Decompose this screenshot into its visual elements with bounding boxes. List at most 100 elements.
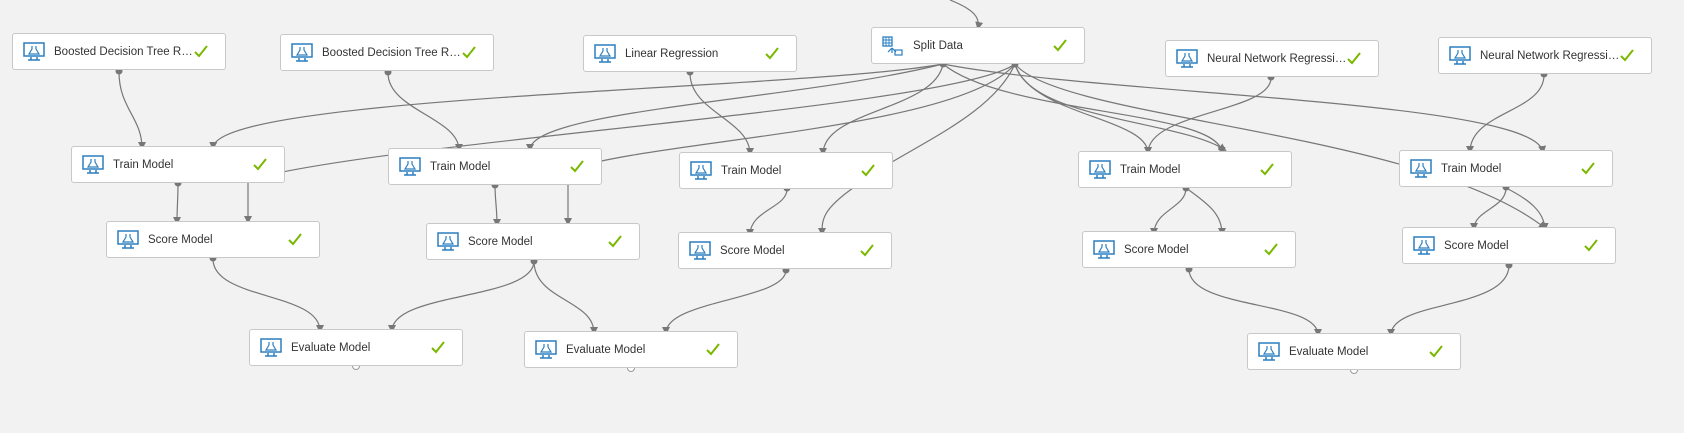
check-icon xyxy=(608,235,622,248)
module-train-model-3[interactable]: Train Model xyxy=(679,152,893,189)
check-icon xyxy=(1581,162,1595,175)
module-label: Neural Network Regression xyxy=(1480,49,1620,62)
module-score-model-5[interactable]: Score Model xyxy=(1402,227,1616,264)
check-icon xyxy=(288,233,302,246)
split-data-icon xyxy=(882,35,904,56)
check-icon xyxy=(1620,49,1634,62)
check-icon xyxy=(194,45,208,58)
check-icon xyxy=(1429,345,1443,358)
module-label: Score Model xyxy=(148,233,213,246)
edge-nn2-train5 xyxy=(1466,74,1545,154)
check-icon xyxy=(1264,243,1278,256)
module-boosted-decision-tree-1[interactable]: Boosted Decision Tree Regr... xyxy=(12,33,226,70)
monitor-flask-icon xyxy=(1258,341,1280,362)
check-icon xyxy=(1347,52,1361,65)
check-icon xyxy=(861,164,875,177)
monitor-flask-icon xyxy=(1449,45,1471,66)
module-label: Train Model xyxy=(721,164,782,177)
module-train-model-4[interactable]: Train Model xyxy=(1078,151,1292,188)
check-icon xyxy=(253,158,267,171)
module-label: Neural Network Regression xyxy=(1207,52,1347,65)
check-icon xyxy=(431,341,445,354)
monitor-flask-icon xyxy=(690,160,712,181)
edge-split-train4 xyxy=(942,63,1226,155)
check-icon xyxy=(860,244,874,257)
edge-score5-eval3b xyxy=(1387,264,1510,337)
module-train-model-5[interactable]: Train Model xyxy=(1399,150,1613,187)
edge-train5-score5b xyxy=(1505,187,1549,231)
module-split-data[interactable]: Split Data xyxy=(871,27,1085,64)
monitor-flask-icon xyxy=(689,240,711,261)
module-evaluate-model-1[interactable]: Evaluate Model xyxy=(249,329,463,366)
monitor-flask-icon xyxy=(82,154,104,175)
module-label: Evaluate Model xyxy=(291,341,371,354)
module-label: Train Model xyxy=(113,158,174,171)
edge-bdt2-train2 xyxy=(387,72,463,152)
edge-train4-score4b xyxy=(1185,187,1226,236)
check-icon xyxy=(462,46,476,59)
edge-score4-eval3a xyxy=(1188,268,1322,337)
edge-bdt1-train1 xyxy=(118,71,146,150)
check-icon xyxy=(1260,163,1274,176)
module-label: Train Model xyxy=(1120,163,1181,176)
module-label: Score Model xyxy=(720,244,785,257)
monitor-flask-icon xyxy=(1176,48,1198,69)
module-linear-regression[interactable]: Linear Regression xyxy=(583,35,797,72)
edge-split-score1 xyxy=(244,63,1016,224)
module-label: Train Model xyxy=(1441,162,1502,175)
module-score-model-2[interactable]: Score Model xyxy=(426,223,640,260)
module-label: Linear Regression xyxy=(625,47,719,60)
monitor-flask-icon xyxy=(260,337,282,358)
edge-split-train2 xyxy=(526,63,944,152)
module-evaluate-model-3[interactable]: Evaluate Model xyxy=(1247,333,1461,370)
edge-train4-score4a xyxy=(1150,187,1187,236)
check-icon xyxy=(570,160,584,173)
module-label: Evaluate Model xyxy=(566,343,646,356)
monitor-flask-icon xyxy=(117,229,139,250)
module-train-model-2[interactable]: Train Model xyxy=(388,148,602,185)
monitor-flask-icon xyxy=(1410,158,1432,179)
module-label: Split Data xyxy=(913,39,963,52)
module-train-model-1[interactable]: Train Model xyxy=(71,146,285,183)
edge-score2-eval2 xyxy=(533,260,598,335)
edge-score3-eval2b xyxy=(662,269,787,335)
check-icon xyxy=(706,343,720,356)
module-label: Score Model xyxy=(1444,239,1509,252)
module-boosted-decision-tree-2[interactable]: Boosted Decision Tree Regr... xyxy=(280,34,494,71)
monitor-flask-icon xyxy=(1089,159,1111,180)
module-score-model-1[interactable]: Score Model xyxy=(106,221,320,258)
module-evaluate-model-2[interactable]: Evaluate Model xyxy=(524,331,738,368)
module-neural-network-regression-1[interactable]: Neural Network Regression xyxy=(1165,40,1379,77)
edge-split-train3 xyxy=(819,63,944,156)
module-score-model-3[interactable]: Score Model xyxy=(678,232,892,269)
module-score-model-4[interactable]: Score Model xyxy=(1082,231,1296,268)
monitor-flask-icon xyxy=(437,231,459,252)
edge-split-score2 xyxy=(564,63,1016,226)
monitor-flask-icon xyxy=(291,42,313,63)
edge-split-train5 xyxy=(942,63,1546,154)
check-icon xyxy=(765,47,779,60)
edge-split-score5 xyxy=(1014,63,1547,230)
monitor-flask-icon xyxy=(594,43,616,64)
edge-into-split xyxy=(949,0,984,30)
monitor-flask-icon xyxy=(535,339,557,360)
monitor-flask-icon xyxy=(1093,239,1115,260)
edge-score1-eval1a xyxy=(212,258,324,333)
module-label: Score Model xyxy=(468,235,533,248)
module-label: Train Model xyxy=(430,160,491,173)
module-label: Score Model xyxy=(1124,243,1189,256)
edge-score2-eval1b xyxy=(388,260,535,333)
edge-lr-train3 xyxy=(689,72,754,156)
edge-split-train1 xyxy=(209,63,944,150)
edge-train2-score2 xyxy=(492,184,501,227)
module-label: Boosted Decision Tree Regr... xyxy=(54,45,194,58)
edge-train3-score3 xyxy=(746,188,788,237)
monitor-flask-icon xyxy=(399,156,421,177)
edge-split-score3 xyxy=(818,63,1016,236)
module-neural-network-regression-2[interactable]: Neural Network Regression xyxy=(1438,37,1652,74)
edge-split-train4b xyxy=(1014,63,1152,155)
module-label: Boosted Decision Tree Regr... xyxy=(322,46,462,59)
monitor-flask-icon xyxy=(23,41,45,62)
check-icon xyxy=(1584,239,1598,252)
